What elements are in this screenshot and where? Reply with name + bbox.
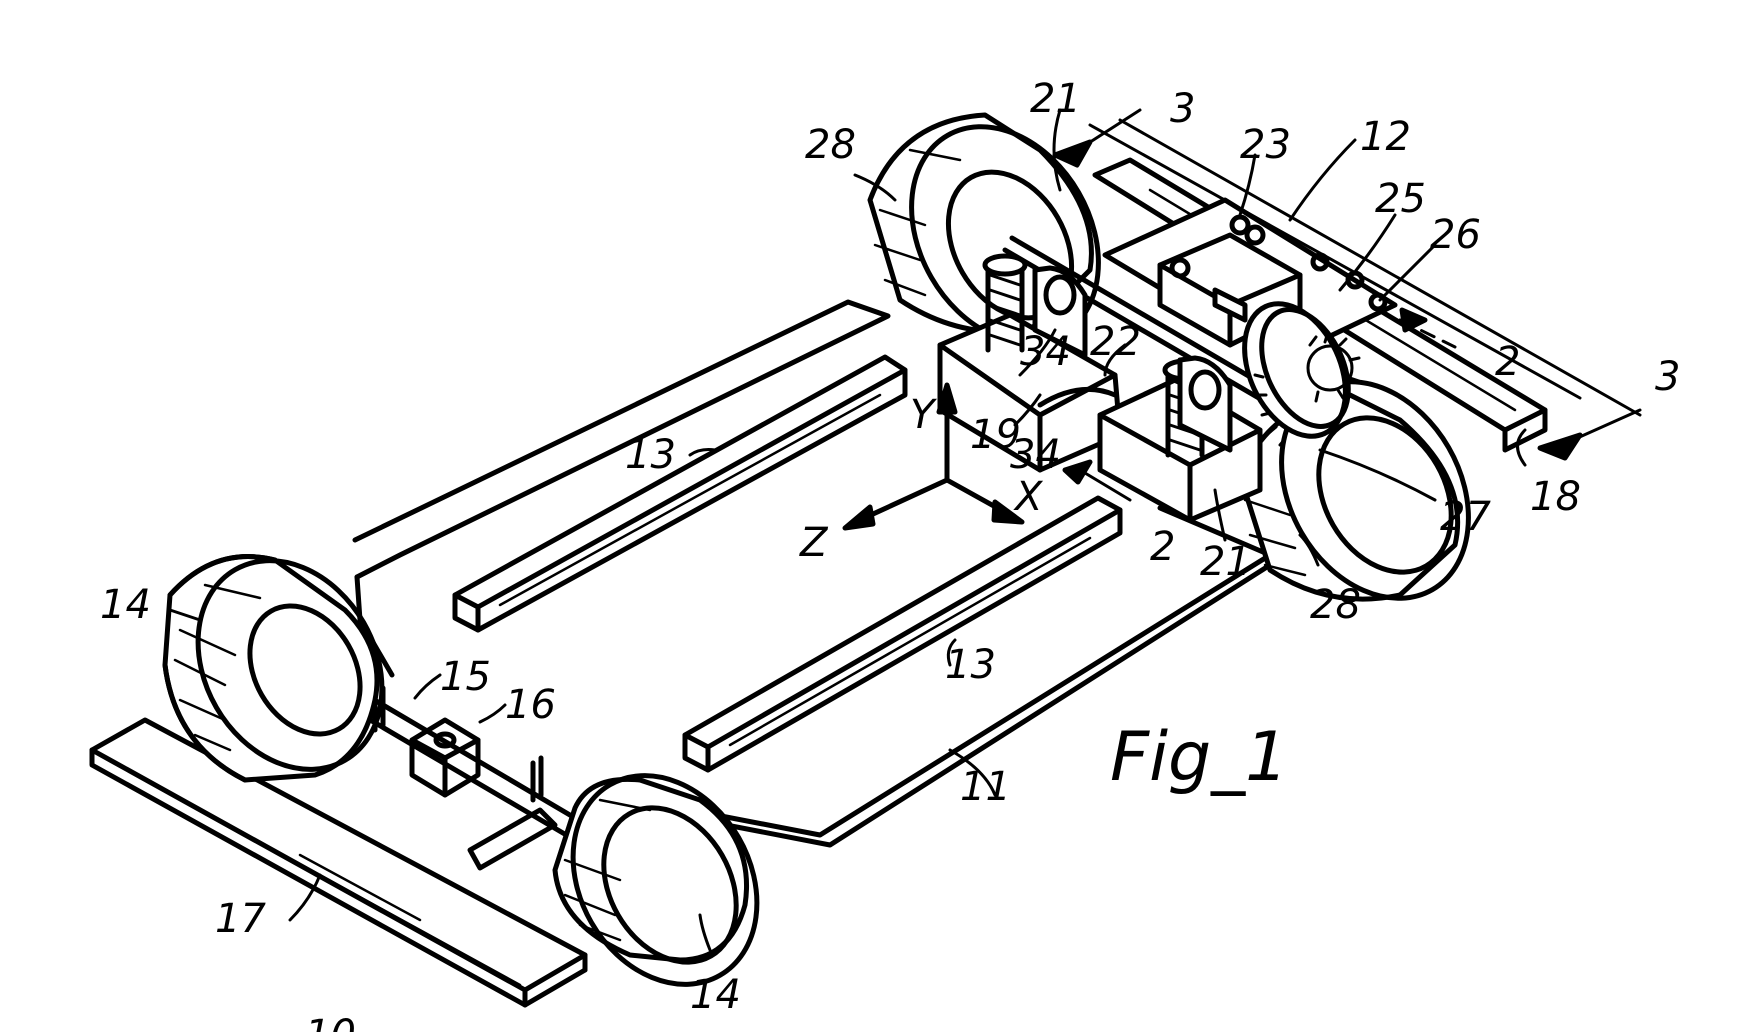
label-10-partial: 10 bbox=[305, 1012, 356, 1032]
label-2-bottom: 2 bbox=[1150, 524, 1175, 570]
label-16: 16 bbox=[505, 682, 556, 728]
label-axis-y: Y bbox=[910, 392, 938, 438]
label-17: 17 bbox=[215, 896, 266, 942]
label-27: 27 bbox=[1440, 494, 1491, 540]
label-axis-x: X bbox=[1013, 474, 1044, 520]
front-wheel-left bbox=[161, 527, 418, 803]
figure-title: Fig_1 bbox=[1110, 718, 1288, 797]
label-axis-z: Z bbox=[799, 520, 829, 566]
label-12: 12 bbox=[1360, 114, 1411, 160]
label-21-upper: 21 bbox=[1030, 76, 1081, 122]
label-11: 11 bbox=[960, 764, 1011, 810]
label-3-right: 3 bbox=[1655, 354, 1680, 400]
label-23: 23 bbox=[1240, 122, 1291, 168]
label-15: 15 bbox=[440, 654, 491, 700]
label-13-left: 13 bbox=[625, 432, 676, 478]
label-13-right: 13 bbox=[945, 642, 996, 688]
label-28-lower: 28 bbox=[1310, 582, 1361, 628]
label-22: 22 bbox=[1090, 319, 1141, 365]
side-rail-right bbox=[685, 498, 1120, 770]
label-26: 26 bbox=[1430, 212, 1481, 258]
label-25: 25 bbox=[1375, 176, 1426, 222]
label-3-top: 3 bbox=[1170, 86, 1195, 132]
label-14-right: 14 bbox=[690, 972, 741, 1018]
label-34-upper: 34 bbox=[1020, 329, 1071, 375]
label-18: 18 bbox=[1530, 474, 1581, 520]
label-2-top: 2 bbox=[1495, 339, 1520, 385]
label-14-left: 14 bbox=[100, 582, 151, 628]
label-21-lower: 21 bbox=[1200, 539, 1251, 585]
label-28-upper: 28 bbox=[805, 122, 856, 168]
label-34-lower: 34 bbox=[1010, 432, 1061, 478]
